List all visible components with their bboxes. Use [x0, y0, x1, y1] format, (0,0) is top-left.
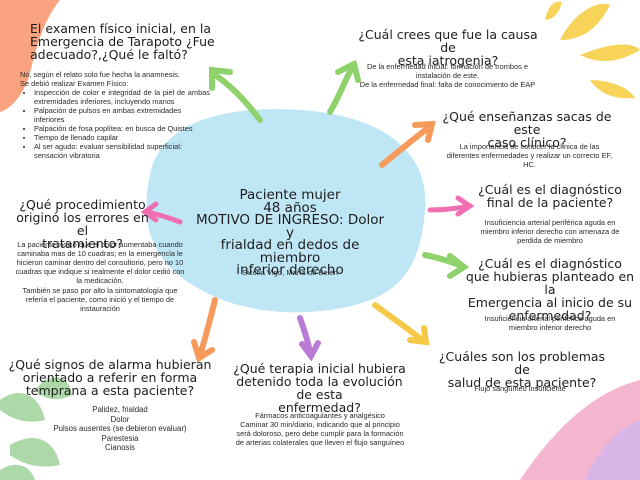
- q8-question-line2: que hubieras planteado en la: [465, 269, 635, 297]
- q5-answer-line2: instalación de este.: [415, 71, 480, 80]
- q5-answer: De la enfermedad inicial: formación de t…: [340, 62, 555, 89]
- q1-bullet-list: Inspección de color e integridad de la p…: [20, 88, 210, 160]
- q6-answer: La importancia de conocer la clínica de …: [432, 142, 627, 169]
- center-title: Paciente mujer 48 años MOTIVO DE INGRESO…: [190, 189, 390, 277]
- q4-answer: Fármacos anticoagulantes y analgésico Ca…: [230, 411, 410, 447]
- center-title-line1: Paciente mujer: [239, 187, 341, 203]
- q8-answer-line2: miembro inferior derecho: [508, 323, 592, 332]
- q1-bullet: Inspección de color e integridad de la p…: [34, 88, 210, 106]
- q8-question-line1: ¿Cuál es el diagnóstico: [478, 256, 622, 271]
- q6-answer-line2: diferentes enfermedades y realizar un co…: [446, 151, 613, 160]
- q2-question-line1: ¿Qué procedimiento: [19, 197, 146, 212]
- q4-question-line3: enfermedad?: [278, 400, 361, 415]
- q3-question-line2: orientado a referir en forma: [22, 370, 198, 385]
- q6-question-line2: caso clínico?: [487, 135, 567, 150]
- q1-answer: No, según el relato solo fue hecha la an…: [20, 70, 210, 160]
- q5-answer-line3: De la enfermedad final: falta de conocim…: [359, 80, 536, 89]
- q8-question-line3: Emergencia al inicio de su: [467, 295, 633, 310]
- q4-question-line1: ¿Qué terapia inicial hubiera: [233, 361, 406, 376]
- arrow-to-q9: [372, 302, 430, 346]
- q8-answer: Insuficiencia arterial periférica aguda …: [470, 314, 630, 332]
- q7-answer-line2: miembro inferior derecho con amenaza de: [480, 227, 620, 236]
- q8-question-line4: enfermedad?: [508, 308, 592, 323]
- arrow-to-q2: [140, 201, 183, 225]
- q3-question-line3: temprana a esta paciente?: [25, 383, 195, 398]
- q1-answer-intro1: No, según el relato solo fue hecha la an…: [20, 70, 180, 79]
- arrow-to-q3: [191, 297, 218, 363]
- q1-question-line1: El examen físico inicial, en la: [30, 21, 211, 36]
- q4-answer-line2: Caminar 30 min/diario, indicando que al …: [240, 420, 400, 429]
- q3-answer-item: Dolor: [110, 414, 130, 424]
- q3-answer-item: Parestesia: [101, 433, 139, 443]
- center-title-line5: inferior derecho: [236, 262, 344, 278]
- corner-blob-bottom-right-lilac: [585, 420, 640, 480]
- arrow-to-q7: [427, 195, 475, 217]
- q5-question-line1: ¿Cuál crees que fue la causa de: [358, 27, 538, 55]
- q6-answer-line3: HC.: [523, 160, 536, 169]
- q3-question: ¿Qué signos de alarma hubieran orientado…: [5, 358, 215, 397]
- q2-question-line2: originó los errores en el: [16, 210, 149, 238]
- q4-question: ¿Qué terapia inicial hubiera detenido to…: [232, 362, 407, 414]
- center-title-line2: 48 años: [263, 199, 317, 216]
- q6-question: ¿Qué enseñanzas sacas de este caso clíni…: [432, 110, 622, 149]
- arrow-to-q5: [327, 59, 361, 115]
- q4-answer-line1: Fármacos anticoagulantes y analgésico: [255, 411, 385, 420]
- q2-answer-p1: La paciente indicó que el dolor aumentab…: [15, 240, 185, 285]
- q1-answer-intro2: Se debió realizar Examen Físico:: [20, 79, 129, 88]
- q5-answer-line1: De la enfermedad inicial: formación de t…: [366, 62, 529, 71]
- q3-answer: Palidez, frialdad Dolor Pulsos ausentes …: [40, 405, 200, 453]
- q2-question-line3: tratamiento?: [42, 236, 123, 251]
- q1-question-line3: adecuado?,¿Qué le faltó?: [30, 47, 188, 62]
- q8-answer-line1: Insuficiencia arterial periférica aguda …: [484, 314, 616, 323]
- leaf-decoration: [0, 377, 72, 480]
- arrow-to-q8: [422, 252, 470, 279]
- q1-question-line2: Emergencia de Tarapoto ¿Fue: [30, 34, 215, 49]
- q6-question-line1: ¿Qué enseñanzas sacas de este: [442, 109, 612, 137]
- center-title-line3: MOTIVO DE INGRESO: Dolor y: [195, 212, 385, 241]
- q2-answer-p2: También se paso por alto la sintomatolog…: [22, 286, 178, 313]
- q5-question: ¿Cuál crees que fue la causa de esta iat…: [358, 28, 538, 67]
- q2-answer: La paciente indicó que el dolor aumentab…: [15, 240, 185, 313]
- q3-answer-item: Pulsos ausentes (se debieron evaluar): [53, 424, 187, 433]
- q7-question-line1: ¿Cuál es el diagnóstico: [478, 182, 622, 197]
- q7-answer: Insuficiencia arterial periférica aguda …: [470, 218, 630, 245]
- q3-answer-item: Palidez, frialdad: [92, 405, 148, 414]
- q4-question-line2: detenido toda la evolución de esta: [236, 374, 403, 402]
- center-title-line4: frialdad en dedos de miembro: [220, 237, 360, 266]
- q1-bullet: Palpación de fosa poplítea: en busca de …: [34, 124, 210, 133]
- author: Siccha Vigo, María de Belén: [242, 268, 338, 277]
- q3-question-line1: ¿Qué signos de alarma hubieran: [8, 357, 212, 372]
- q9-question-line1: ¿Cuáles son los problemas de: [438, 349, 606, 377]
- q2-question: ¿Qué procedimiento originó los errores e…: [15, 198, 150, 250]
- arrow-to-q6: [379, 120, 436, 168]
- q6-answer-line1: La importancia de conocer la clínica de …: [459, 142, 600, 151]
- corner-blob-top-left: [0, 0, 60, 112]
- arrow-to-q1: [209, 66, 263, 123]
- q1-question: El examen físico inicial, en la Emergenc…: [30, 22, 220, 61]
- q7-answer-line1: Insuficiencia arterial periférica aguda …: [484, 218, 616, 227]
- q7-question: ¿Cuál es el diagnóstico final de la paci…: [475, 183, 625, 209]
- arrow-to-q4: [297, 315, 321, 362]
- q7-question-line2: final de la paciente?: [486, 195, 614, 210]
- q1-bullet: Al ser agudo: evaluar sensibilidad super…: [34, 142, 210, 160]
- q9-question: ¿Cuáles son los problemas de salud de es…: [432, 350, 612, 389]
- q5-question-line2: esta iatrogenia?: [397, 53, 499, 68]
- q8-question: ¿Cuál es el diagnóstico que hubieras pla…: [465, 257, 635, 322]
- q1-bullet: Tiempo de llenado capilar: [34, 133, 210, 142]
- sun-rays-decoration: [545, 1, 640, 99]
- q1-bullet: Palpación de pulsos en ambas extremidade…: [34, 106, 210, 124]
- q7-answer-line3: perdida de miembro: [517, 236, 583, 245]
- q4-answer-line3: será doloroso, pero debe cumplir para la…: [236, 429, 404, 438]
- q4-answer-line4: de arterias colaterales que lleven el fl…: [235, 438, 405, 447]
- q9-question-line2: salud de esta paciente?: [447, 375, 597, 390]
- q3-answer-item: Cianosis: [105, 443, 135, 452]
- q9-answer: Flujo sanguíneo insuficiente: [474, 384, 566, 393]
- central-blob: [146, 109, 426, 313]
